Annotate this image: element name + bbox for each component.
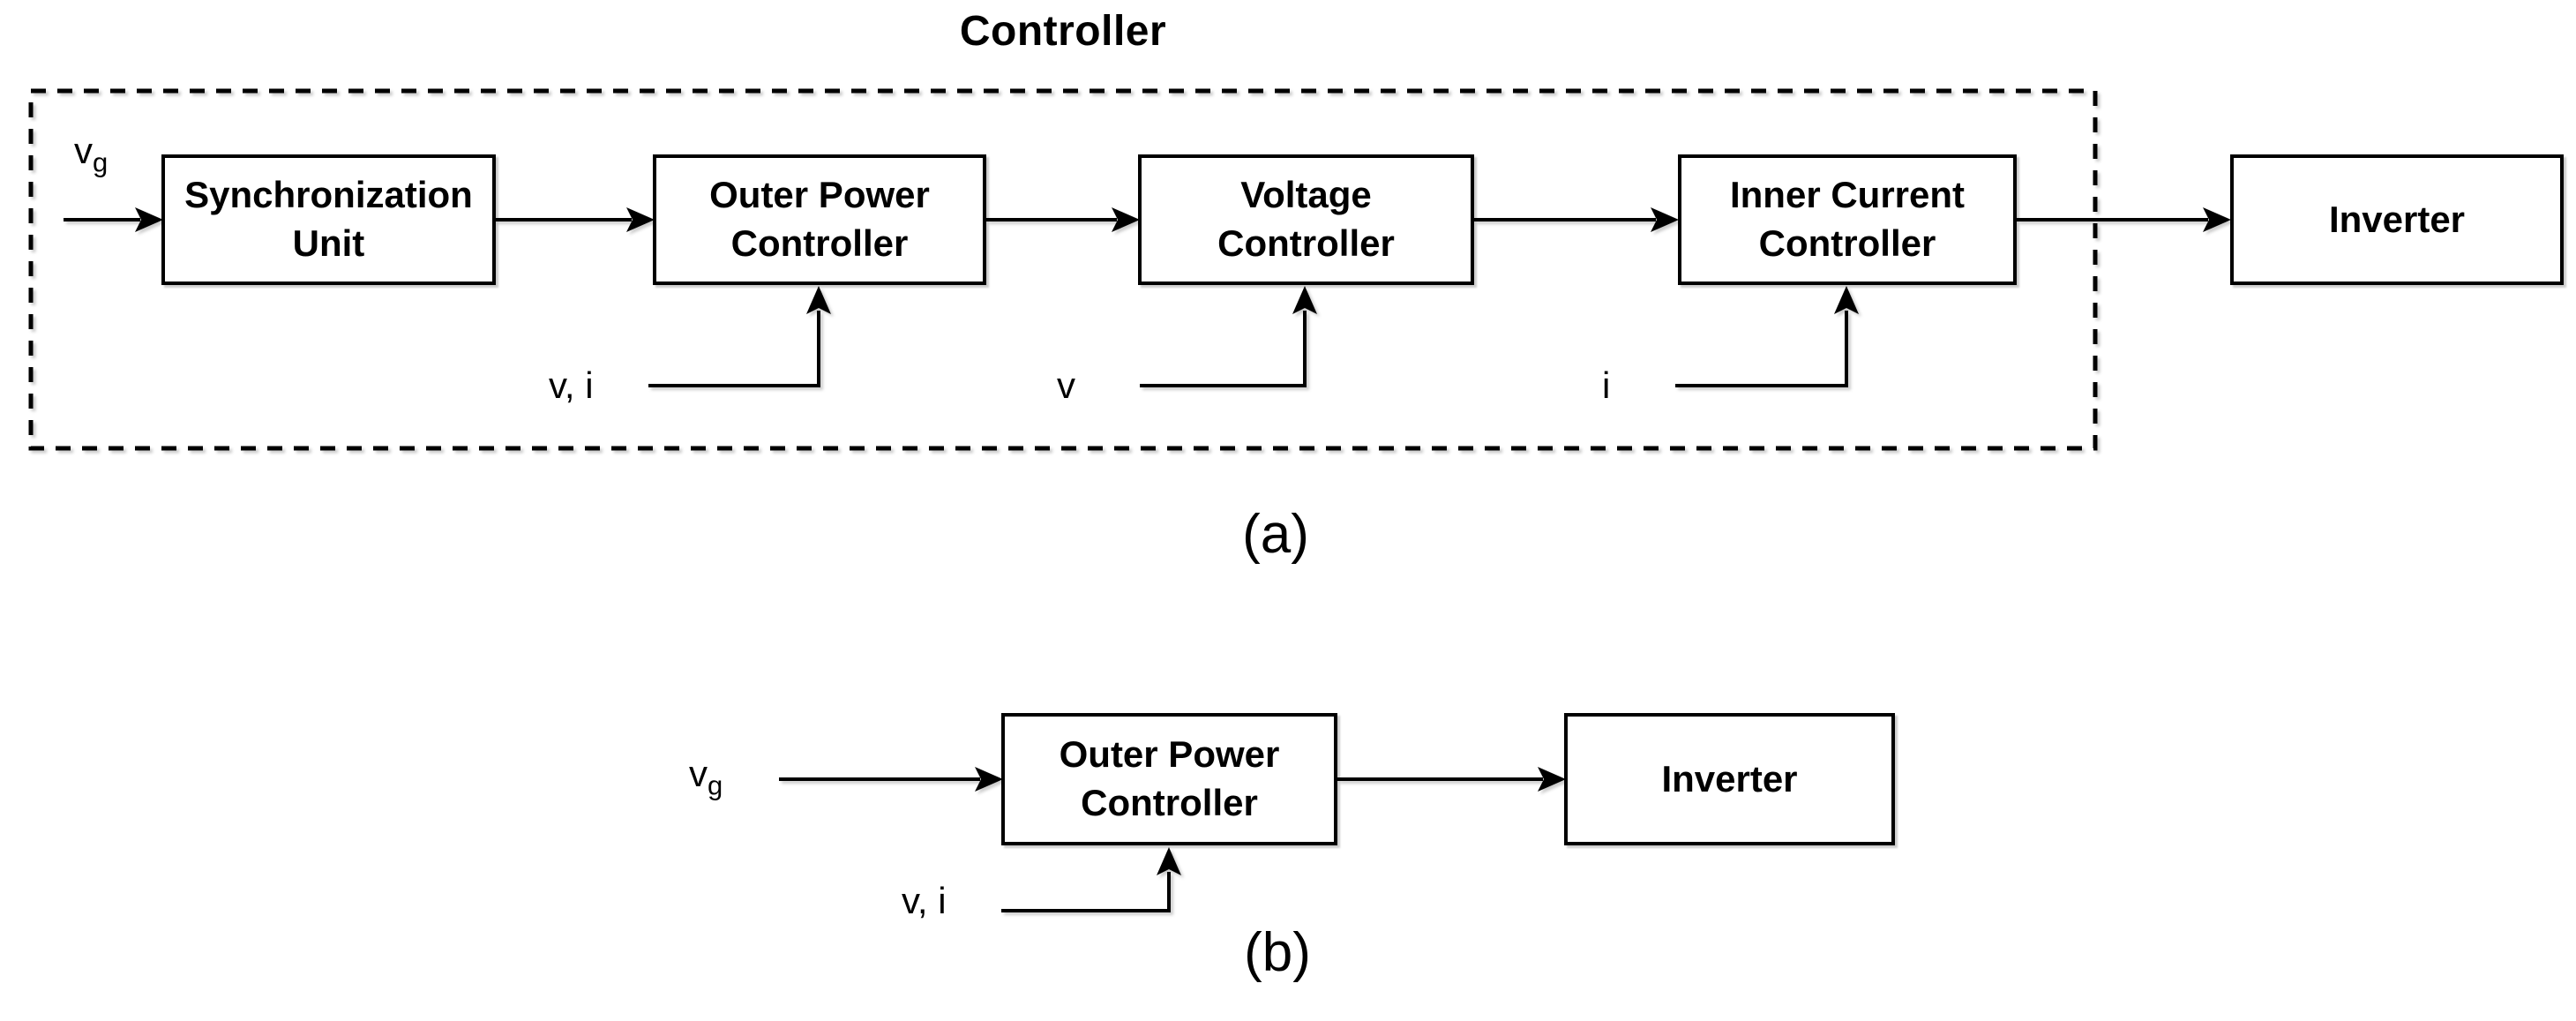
feedback-label-v-a: v <box>1057 364 1075 406</box>
arrowhead-icon <box>1292 286 1317 314</box>
feedback-label-vi-b: v, i <box>902 880 947 921</box>
arrow-outer-power-to-voltage <box>986 207 1140 232</box>
block-inverter-b: Inverter <box>1564 713 1895 845</box>
controller-frame-label: Controller <box>959 8 1167 55</box>
arrowhead-icon <box>2203 207 2231 232</box>
caption-part-a: (a) <box>1242 504 1309 565</box>
arrowhead-icon <box>626 207 655 232</box>
feedback-arrow-i-to-inner-current <box>1675 286 1859 387</box>
input-signal-label-b: vg <box>689 753 723 801</box>
arrow-outer-power-to-inverter-b <box>1337 767 1566 792</box>
block-outer-power-controller-b: Outer Power Controller <box>1001 713 1337 845</box>
block-voltage-controller: Voltage Controller <box>1138 154 1474 285</box>
feedback-arrow-vi-to-outer-power <box>648 286 831 387</box>
arrowhead-icon <box>1157 847 1181 875</box>
input-signal-base-a: v <box>74 130 93 171</box>
arrow-inner-current-to-inverter <box>2017 207 2231 232</box>
arrowhead-icon <box>1538 767 1566 792</box>
block-outer-power-controller-a: Outer Power Controller <box>653 154 986 285</box>
arrow-sync-to-outer-power <box>495 207 655 232</box>
block-synchronization-unit: Synchronization Unit <box>161 154 496 285</box>
block-inverter-a: Inverter <box>2230 154 2564 285</box>
feedback-label-i-a: i <box>1602 364 1611 406</box>
arrow-vg-to-sync <box>64 207 163 232</box>
feedback-arrow-v-to-voltage <box>1140 286 1317 387</box>
input-signal-label-a: vg <box>74 132 108 176</box>
feedback-label-vi-a: v, i <box>549 364 594 406</box>
arrowhead-icon <box>806 286 831 314</box>
input-signal-base-b: v <box>689 753 708 794</box>
arrowhead-icon <box>1112 207 1140 232</box>
input-signal-subscript-b: g <box>708 770 723 801</box>
arrowhead-icon <box>135 207 163 232</box>
arrowhead-icon <box>975 767 1003 792</box>
arrow-voltage-to-inner-current <box>1474 207 1679 232</box>
caption-part-b: (b) <box>1244 922 1311 983</box>
input-signal-subscript-a: g <box>93 146 109 178</box>
arrowhead-icon <box>1651 207 1679 232</box>
feedback-arrow-vi-to-outer-power-b <box>1001 847 1181 912</box>
arrowhead-icon <box>1834 286 1859 314</box>
block-inner-current-controller: Inner Current Controller <box>1678 154 2017 285</box>
arrow-vg-to-outer-power-b <box>779 767 1003 792</box>
controller-boundary-dashed-box <box>28 88 2098 451</box>
